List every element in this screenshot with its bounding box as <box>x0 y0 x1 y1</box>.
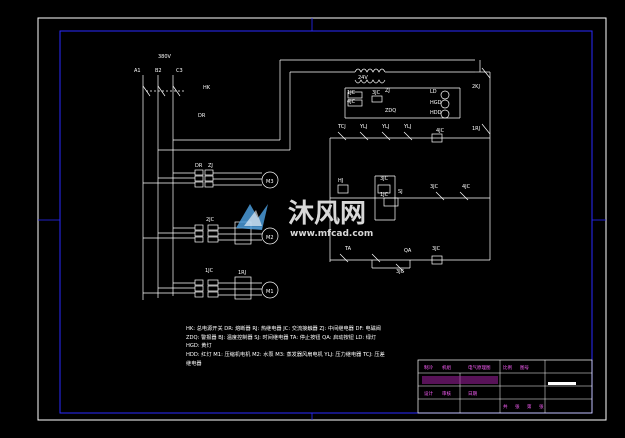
title-block-cell-3: 比例 <box>503 364 512 371</box>
title-block-bar <box>548 382 576 385</box>
title-block-cell-7: 日期 <box>468 391 477 397</box>
control-label-8: 2KJ <box>472 84 480 90</box>
main-switch-label: HK <box>203 85 211 91</box>
relay-label-dr: DR <box>195 163 203 169</box>
title-block-cell-1: 机组 <box>442 364 451 371</box>
relay-label-zj: ZJ <box>208 163 213 169</box>
voltage-label: 380V <box>158 54 172 60</box>
schematic-labels: 380V A1 B2 C3 HK DR 24V M3 M2 M1 DR ZJ 2… <box>134 54 368 295</box>
control-label-4: LD <box>430 89 437 95</box>
control-label-20: 4JC <box>462 184 471 190</box>
control-label-11: YLJ <box>359 124 367 130</box>
control-label-19: 3JC <box>430 184 439 190</box>
title-block-cells: 制冷机组电气原理图比例图号设计审核日期共张第张 <box>424 364 544 410</box>
transformer-voltage-label: 24V <box>358 75 368 81</box>
watermark: 沐风网 www.mfcad.com <box>236 199 373 239</box>
control-label-14: 4JC <box>436 128 445 134</box>
phase-label-b: B2 <box>155 68 162 74</box>
relay-label-1jc: 1JC <box>205 268 214 274</box>
fuse-label: DR <box>198 113 206 119</box>
control-label-12: YLJ <box>381 124 389 130</box>
legend-line-5: 继电器 <box>186 359 202 367</box>
control-label-3: ZJ <box>385 88 390 94</box>
control-label-10: TCJ <box>337 124 346 130</box>
title-block-cell-4: 图号 <box>520 365 529 371</box>
control-label-17: 1JC <box>380 192 389 198</box>
motor-label-m3: M3 <box>266 179 274 185</box>
outer-frame <box>37 17 607 421</box>
title-block: 制冷机组电气原理图比例图号设计审核日期共张第张 <box>417 359 593 414</box>
inner-frame <box>59 30 593 414</box>
control-label-7: ZDQ <box>385 108 396 114</box>
control-label-23: 3JC <box>432 246 441 252</box>
motor-label-m1: M1 <box>266 289 274 295</box>
control-label-21: TA <box>344 246 352 252</box>
motor-label-m2: M2 <box>266 235 274 241</box>
title-block-cell-5: 设计 <box>424 390 433 397</box>
control-label-6: HDD <box>430 110 442 116</box>
legend-line-3: HGD: 黄灯 <box>186 341 212 349</box>
control-label-9: 1RJ <box>472 126 480 132</box>
control-label-18: SJ <box>398 189 403 195</box>
legend-line-2: ZDQ: 警报器 BJ: 温度控制器 SJ: 时间继电器 TA: 停止按钮 QA… <box>186 333 376 341</box>
control-label-1: 4JC <box>347 99 356 105</box>
title-block-cell-10: 第 <box>527 403 532 410</box>
phase-label-a: A1 <box>134 68 141 74</box>
watermark-logo-icon <box>236 204 268 230</box>
legend-line-4: HDD: 红灯 M1: 压缩机电机 M2: 水泵 M3: 蒸发器风扇电机 YLJ… <box>186 350 385 358</box>
control-label-0: 1JC <box>347 90 356 96</box>
title-block-cell-0: 制冷 <box>424 364 433 371</box>
schematic-wiring <box>142 59 491 300</box>
relay-label-2jc: 2JC <box>206 217 215 223</box>
control-label-15: HJ <box>338 178 343 184</box>
title-block-cell-6: 审核 <box>442 390 451 397</box>
watermark-brand: 沐风网 <box>288 199 366 229</box>
title-block-cell-11: 张 <box>539 403 544 410</box>
title-block-cell-8: 共 <box>503 403 508 410</box>
legend-line-1: HK: 总电源开关 DR: 熔断器 RJ: 热继电器 JC: 交流接触器 ZJ:… <box>186 324 381 332</box>
control-label-22: QA <box>404 248 412 254</box>
control-component-labels: 1JC 4JC 3JC ZJ LD HGD HDD ZDQ 2KJ 1RJ TCJ YLJ YLJ YLJ… <box>337 84 480 275</box>
phase-label-c: C3 <box>176 68 183 74</box>
title-block-cell-9: 张 <box>515 403 520 410</box>
control-label-5: HGD <box>430 100 442 106</box>
legend: HK: 总电源开关 DR: 熔断器 RJ: 热继电器 JC: 交流接触器 ZJ:… <box>186 324 385 367</box>
control-label-16: 3JC <box>380 176 389 182</box>
relay-label-1rj: 1RJ <box>238 270 246 276</box>
control-label-13: YLJ <box>403 124 411 130</box>
control-label-2: 3JC <box>372 90 381 96</box>
control-label-24: 3JC <box>396 269 405 275</box>
watermark-url: www.mfcad.com <box>290 229 373 239</box>
title-block-cell-2: 电气原理图 <box>468 364 491 371</box>
